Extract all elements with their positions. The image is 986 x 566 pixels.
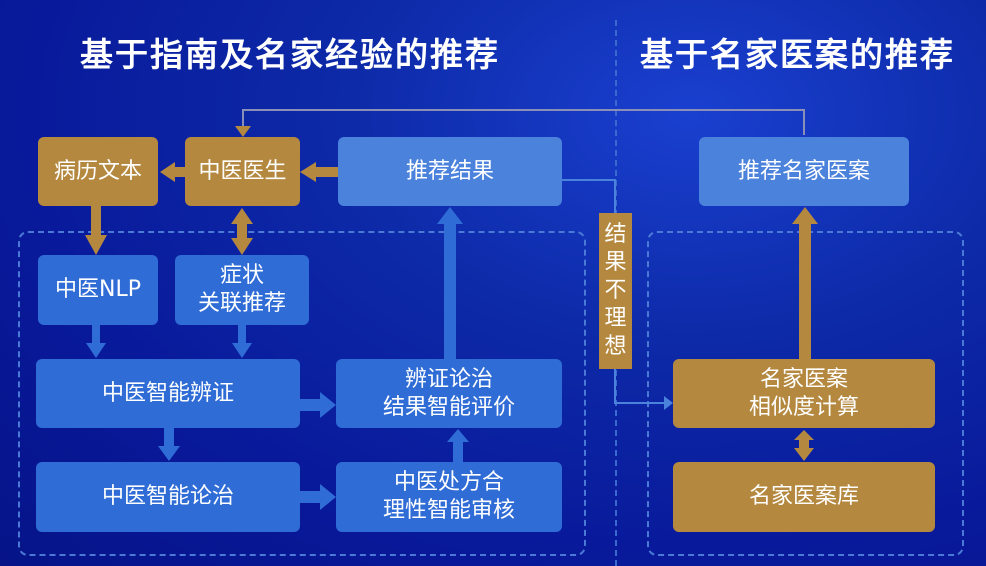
node-tcm-nlp: 中医NLP	[38, 255, 158, 325]
node-recommend-famous-cases: 推荐名家医案	[699, 137, 909, 206]
similarity-to-cases-head	[792, 207, 818, 224]
nlp-to-diff-head	[86, 343, 106, 358]
diff-to-treat-head	[158, 446, 180, 461]
symptom-to-diff-shaft	[238, 325, 246, 345]
similarity-library-head-down	[794, 448, 814, 461]
doctor-to-record-shaft	[174, 167, 186, 177]
tag-char: 果	[604, 250, 627, 275]
doctor-to-record-head	[160, 162, 175, 182]
tag-char: 想	[604, 334, 627, 359]
unsatisfactory-arrowhead	[664, 396, 673, 410]
node-case-similarity: 名家医案 相似度计算	[673, 359, 935, 428]
treat-to-review-head	[320, 484, 336, 510]
left-section-title: 基于指南及名家经验的推荐	[80, 35, 500, 74]
result-to-doctor-head	[300, 162, 316, 182]
nlp-to-diff-shaft	[92, 325, 100, 345]
eval-to-result-shaft	[444, 222, 456, 360]
review-to-eval-head	[447, 429, 469, 442]
record-to-nlp-shaft	[91, 206, 101, 236]
feedback-loop-arrowhead	[235, 126, 251, 137]
doctor-symptom-shaft	[237, 222, 247, 240]
node-tcm-treatment: 中医智能论治	[36, 462, 300, 532]
tag-char: 结	[604, 222, 627, 247]
node-tcm-syndrome-differentiation: 中医智能辨证	[36, 359, 300, 428]
result-to-doctor-shaft	[315, 167, 339, 177]
diff-to-eval-shaft	[300, 399, 322, 411]
node-prescription-review: 中医处方合 理性智能审核	[336, 462, 562, 532]
node-symptom-recommend: 症状 关联推荐	[175, 255, 309, 325]
doctor-symptom-head-down	[231, 238, 253, 255]
similarity-library-shaft	[799, 436, 809, 450]
left-process-group	[18, 231, 586, 556]
feedback-loop-line	[242, 109, 805, 135]
record-to-nlp-head	[85, 235, 107, 255]
node-tcm-doctor: 中医医生	[185, 137, 300, 206]
right-section-title: 基于名家医案的推荐	[640, 35, 955, 74]
tag-char: 理	[604, 306, 627, 331]
eval-to-result-head	[437, 207, 463, 224]
node-medical-record-text: 病历文本	[38, 137, 158, 206]
similarity-to-cases-shaft	[799, 222, 811, 362]
node-evaluation: 辨证论治 结果智能评价	[336, 359, 562, 428]
node-case-library: 名家医案库	[673, 462, 935, 532]
doctor-symptom-head-up	[231, 208, 253, 224]
diff-to-treat-shaft	[164, 428, 174, 448]
unsatisfactory-result-tag: 结 果 不 理 想	[599, 213, 632, 369]
node-recommendation-result: 推荐结果	[338, 137, 562, 206]
review-to-eval-shaft	[453, 440, 463, 464]
symptom-to-diff-head	[232, 343, 252, 358]
similarity-library-head-up	[794, 430, 814, 440]
diff-to-eval-head	[320, 392, 336, 418]
treat-to-review-shaft	[300, 491, 322, 503]
tag-char: 不	[604, 278, 627, 303]
